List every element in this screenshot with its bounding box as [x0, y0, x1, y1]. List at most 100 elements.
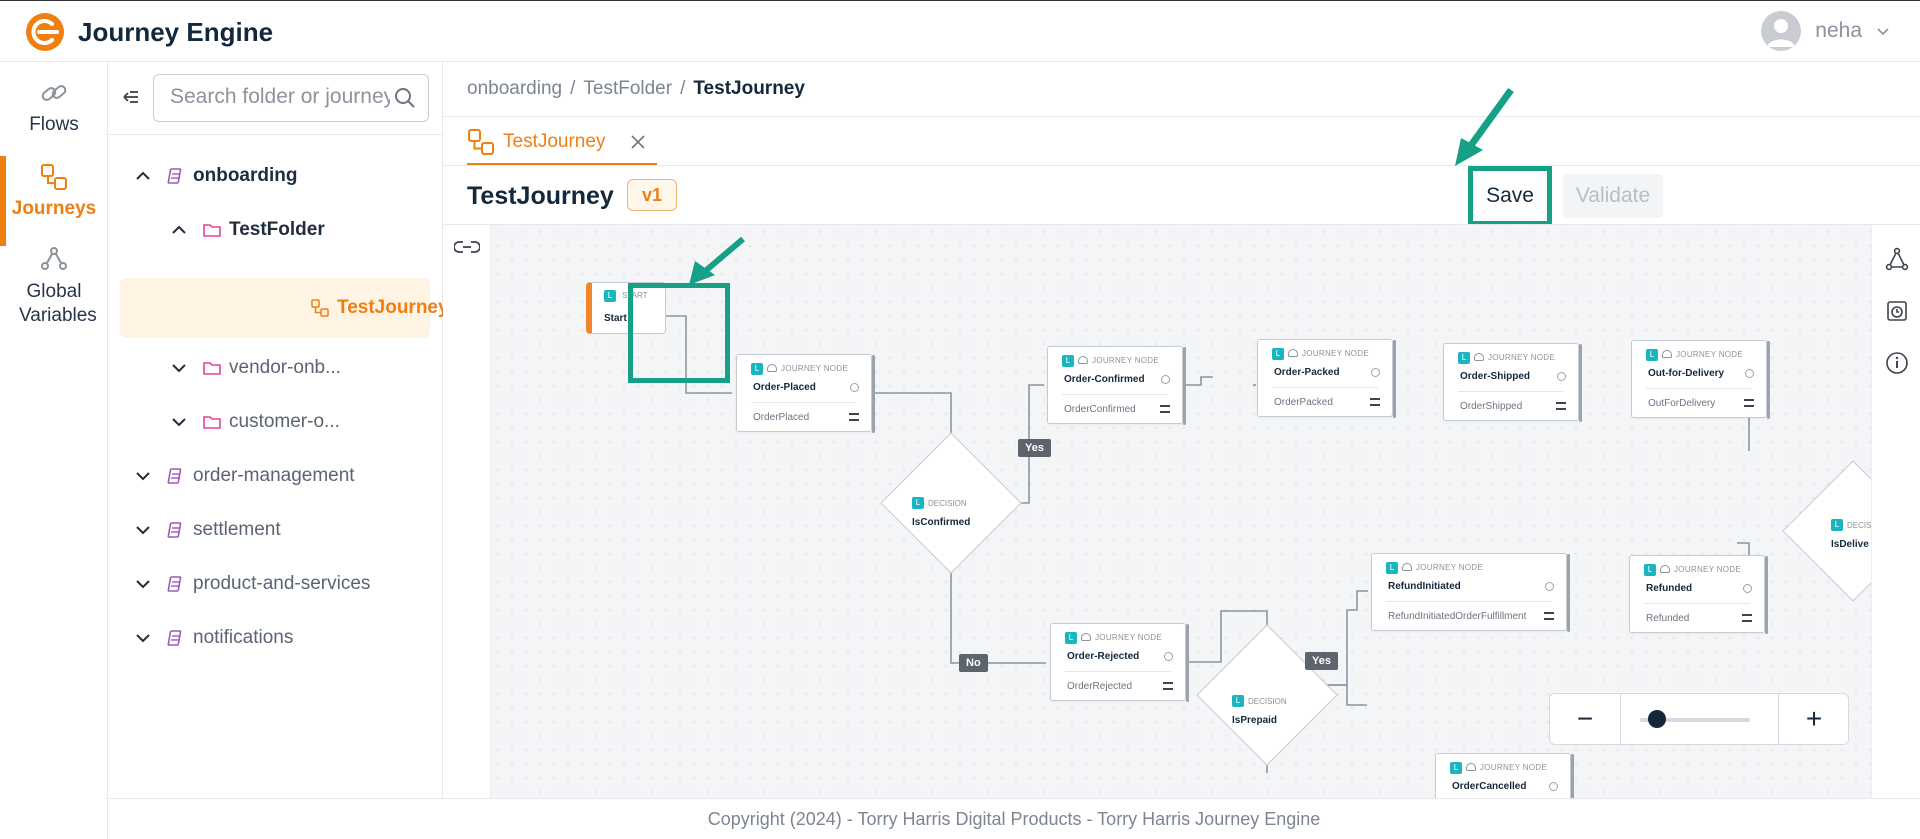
node-divider	[1272, 387, 1378, 388]
stack-icon	[167, 522, 182, 538]
page-title: TestJourney	[467, 182, 614, 210]
chevron-down-icon[interactable]	[169, 358, 189, 378]
user-menu[interactable]: neha	[1761, 11, 1890, 51]
zoom-slider-thumb[interactable]	[1648, 710, 1666, 728]
start-node[interactable]: L START Start	[586, 282, 666, 334]
list-icon[interactable]	[1163, 682, 1173, 690]
list-icon[interactable]	[1556, 402, 1566, 410]
info-icon[interactable]	[1885, 351, 1909, 375]
node-name: IsConfirmed	[912, 517, 971, 528]
node-order-shipped[interactable]: L JOURNEY NODE Order-Shipped OrderShippe…	[1443, 343, 1582, 422]
info-icon[interactable]	[1164, 652, 1173, 661]
search-input[interactable]	[170, 75, 390, 119]
tab-testjourney[interactable]: TestJourney	[467, 120, 658, 166]
close-icon[interactable]	[629, 133, 647, 151]
folder-icon	[203, 362, 221, 375]
info-icon[interactable]	[1545, 582, 1554, 591]
cloud-icon	[1402, 563, 1412, 571]
journey-engine-logo-icon	[26, 13, 64, 51]
node-order-cancelled[interactable]: L JOURNEY NODE OrderCancelled	[1435, 753, 1574, 798]
breadcrumb-item-onboarding[interactable]: onboarding	[467, 78, 563, 99]
validate-button[interactable]: Validate	[1563, 174, 1663, 218]
tree-item-onboarding[interactable]: onboarding	[133, 146, 297, 206]
node-name: OrderCancelled	[1452, 781, 1527, 792]
chevron-down-icon[interactable]	[133, 466, 153, 486]
node-name: Order-Packed	[1274, 367, 1340, 378]
info-icon[interactable]	[1557, 372, 1566, 381]
tree-item-label: settlement	[193, 519, 281, 540]
node-order-placed[interactable]: L JOURNEY NODE Order-Placed OrderPlaced	[736, 354, 875, 433]
chevron-down-icon[interactable]	[1876, 24, 1890, 38]
footer: Copyright (2024) - Torry Harris Digital …	[108, 798, 1920, 839]
breadcrumb-item-testfolder[interactable]: TestFolder	[583, 78, 673, 99]
node-badge: L	[1062, 355, 1074, 367]
cloud-icon	[1466, 763, 1476, 771]
chevron-down-icon[interactable]	[133, 574, 153, 594]
chevron-down-icon[interactable]	[169, 412, 189, 432]
node-badge: L	[1450, 762, 1462, 774]
node-order-confirmed[interactable]: L JOURNEY NODE Order-Confirmed OrderConf…	[1047, 346, 1186, 425]
annotation-highlight	[628, 283, 730, 383]
node-type: JOURNEY NODE	[781, 364, 849, 373]
node-order-rejected[interactable]: L JOURNEY NODE Order-Rejected OrderRejec…	[1050, 623, 1189, 702]
chevron-up-icon[interactable]	[133, 166, 153, 186]
tree-item-label: TestJourney	[337, 297, 449, 318]
journey-canvas[interactable]: L START Start L JOURNEY NODE Order-Place…	[491, 225, 1920, 798]
zoom-slider-track[interactable]	[1640, 718, 1750, 722]
main-area: onboarding/TestFolder/TestJourney TestJo…	[443, 62, 1920, 798]
list-icon[interactable]	[1160, 405, 1170, 413]
node-badge: L	[1644, 564, 1656, 576]
save-button[interactable]: Save	[1468, 166, 1552, 226]
list-icon[interactable]	[1544, 612, 1554, 620]
list-icon[interactable]	[1370, 398, 1380, 406]
tree-item-testfolder[interactable]: TestFolder	[169, 200, 325, 260]
info-icon[interactable]	[1549, 782, 1558, 791]
tree-item-testjourney[interactable]: TestJourney	[311, 278, 449, 338]
stack-icon	[167, 468, 182, 484]
node-name: Order-Confirmed	[1064, 374, 1145, 385]
tree-item-vendor-onboarding[interactable]: vendor-onb...	[169, 338, 341, 398]
node-badge: L	[1646, 349, 1658, 361]
chevron-up-icon[interactable]	[169, 220, 189, 240]
graph-icon[interactable]	[1885, 247, 1909, 271]
tree-item-customer-onboarding[interactable]: customer-o...	[169, 392, 340, 452]
list-icon[interactable]	[849, 413, 859, 421]
info-icon[interactable]	[1743, 584, 1752, 593]
tree-item-order-management[interactable]: order-management	[133, 446, 355, 506]
tree-item-notifications[interactable]: notifications	[133, 608, 293, 668]
zoom-out-button[interactable]: −	[1576, 703, 1594, 734]
avatar-icon[interactable]	[1761, 11, 1802, 51]
rail-item-journeys[interactable]: Journeys	[0, 156, 108, 246]
info-icon[interactable]	[1161, 375, 1170, 384]
edge-label-no: No	[959, 654, 988, 672]
tree-item-product-and-services[interactable]: product-and-services	[133, 554, 370, 614]
node-type: DECISION	[1248, 697, 1287, 706]
node-sub: Refunded	[1646, 613, 1690, 624]
list-icon[interactable]	[1744, 399, 1754, 407]
collapse-panel-icon[interactable]	[118, 86, 140, 108]
divider	[1778, 694, 1779, 744]
history-icon[interactable]	[1885, 299, 1909, 323]
search-icon[interactable]	[394, 87, 416, 109]
info-icon[interactable]	[1745, 369, 1754, 378]
link-toggle-icon[interactable]	[454, 239, 480, 255]
node-order-packed[interactable]: L JOURNEY NODE Order-Packed OrderPacked	[1257, 339, 1396, 418]
tree-item-settlement[interactable]: settlement	[133, 500, 281, 560]
node-refunded[interactable]: L JOURNEY NODE Refunded Refunded	[1629, 555, 1768, 634]
rail-item-global-variables[interactable]: Global Variables	[0, 244, 108, 328]
node-type: JOURNEY NODE	[1676, 350, 1744, 359]
cloud-icon	[1474, 353, 1484, 361]
user-name[interactable]: neha	[1815, 19, 1862, 42]
info-icon[interactable]	[850, 383, 859, 392]
rail-item-flows[interactable]: Flows	[0, 78, 108, 136]
chevron-down-icon[interactable]	[133, 628, 153, 648]
info-icon[interactable]	[1371, 368, 1380, 377]
chevron-down-icon[interactable]	[133, 520, 153, 540]
node-refund-initiated[interactable]: L JOURNEY NODE RefundInitiated RefundIni…	[1371, 553, 1570, 632]
breadcrumb-item-current: TestJourney	[693, 78, 805, 99]
zoom-in-button[interactable]: +	[1805, 703, 1823, 734]
node-out-for-delivery[interactable]: L JOURNEY NODE Out-for-Delivery OutForDe…	[1631, 340, 1770, 419]
folder-tree-panel: onboarding TestFolder TestJourney vendor…	[108, 62, 449, 798]
cloud-icon	[1081, 633, 1091, 641]
list-icon[interactable]	[1742, 614, 1752, 622]
